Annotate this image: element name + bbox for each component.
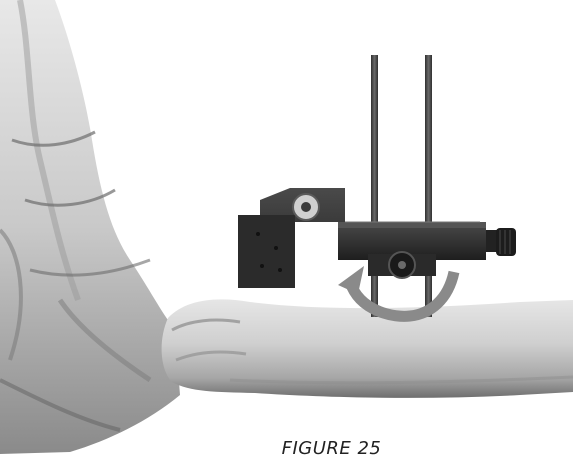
right-rod bbox=[425, 55, 432, 317]
left-block bbox=[238, 188, 345, 288]
left-rod bbox=[371, 55, 378, 317]
proximal-bone bbox=[0, 0, 180, 454]
pivot-block bbox=[368, 252, 436, 278]
adjustment-knob-icon bbox=[496, 228, 516, 256]
figure-caption: FIGURE 25 bbox=[0, 440, 573, 458]
distal-bone-shaft bbox=[162, 299, 573, 397]
washer-icon bbox=[293, 194, 319, 220]
